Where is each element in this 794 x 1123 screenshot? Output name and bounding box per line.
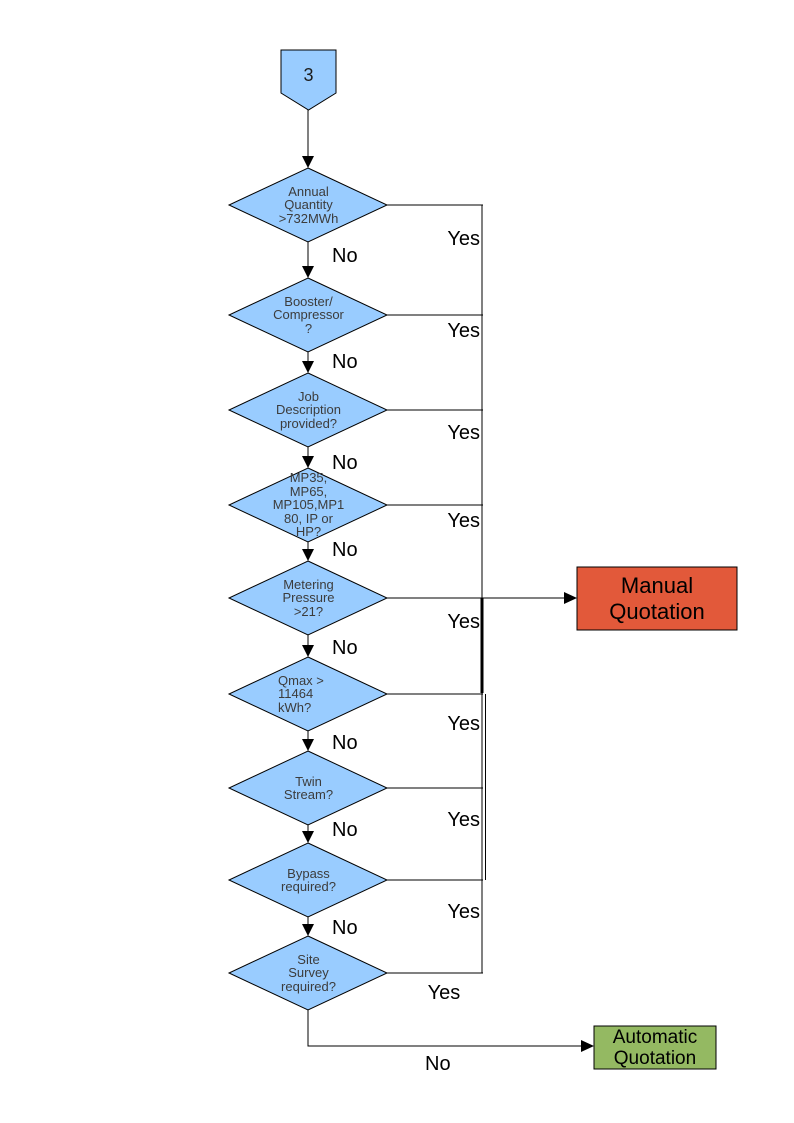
no-label-qmax: No — [332, 732, 358, 754]
decision-label-meter-module: MP35, MP65, MP105,MP1 80, IP or HP? — [272, 470, 345, 540]
arrowhead-annual-quantity — [302, 156, 314, 168]
automatic-quotation-shape — [593, 1025, 717, 1070]
yes-label-annual-quantity: Yes — [447, 228, 480, 250]
arrowhead-twin-stream — [302, 739, 314, 751]
manual-quotation-label: Manual Quotation — [609, 572, 705, 624]
decision-label-job-description: Job Description provided? — [275, 388, 342, 431]
yes-label-qmax: Yes — [447, 713, 480, 735]
decision-label-qmax: Qmax > 11464 kWh? — [278, 672, 324, 715]
manual-quotation-shape — [576, 566, 738, 631]
no-label-bypass: No — [332, 917, 358, 939]
decision-site-survey-shape — [227, 935, 389, 1011]
decision-twin-stream-shape — [227, 750, 389, 826]
yes-label-twin-stream: Yes — [447, 809, 480, 831]
arrowhead-automatic-quotation — [581, 1040, 594, 1052]
yes-label-job-description: Yes — [447, 422, 480, 444]
off-page-connector-label: 3 — [303, 64, 314, 85]
decision-annual-quantity-shape — [227, 167, 389, 243]
off-page-connector-shape — [280, 49, 337, 111]
decision-job-description-shape — [227, 372, 389, 448]
no-label-booster-compressor: No — [332, 351, 358, 373]
decision-label-site-survey: Site Survey required? — [281, 951, 336, 994]
decision-label-booster-compressor: Booster/ Compressor ? — [273, 293, 344, 336]
decision-metering-pressure-shape — [227, 560, 389, 636]
arrowhead-metering-pressure — [302, 549, 314, 561]
decision-bypass-shape — [227, 842, 389, 918]
arrowhead-site-survey — [302, 924, 314, 936]
no-label-metering-pressure: No — [332, 637, 358, 659]
decision-label-metering-pressure: Metering Pressure >21? — [282, 576, 335, 619]
decision-meter-module-shape — [227, 467, 389, 543]
decision-qmax-shape — [227, 656, 389, 732]
no-label-twin-stream: No — [332, 819, 358, 841]
arrowhead-booster-compressor — [302, 266, 314, 278]
automatic-quotation-label: Automatic Quotation — [612, 1026, 698, 1069]
arrowhead-job-description — [302, 361, 314, 373]
decision-label-annual-quantity: Annual Quantity >732MWh — [278, 183, 339, 226]
arrowhead-bypass — [302, 831, 314, 843]
decision-label-bypass: Bypass required? — [281, 865, 336, 894]
decision-label-twin-stream: Twin Stream? — [283, 773, 334, 802]
no-label-meter-module: No — [332, 539, 358, 561]
edge-no-to-automatic-quotation — [307, 1010, 581, 1047]
yes-label-site-survey: Yes — [427, 982, 461, 1004]
decision-booster-compressor-shape — [227, 277, 389, 353]
arrowhead-manual-quotation — [564, 592, 577, 604]
yes-label-metering-pressure: Yes — [447, 611, 480, 633]
no-label-site-survey: No — [425, 1053, 451, 1075]
no-label-job-description: No — [332, 452, 358, 474]
yes-label-meter-module: Yes — [447, 510, 480, 532]
yes-label-booster-compressor: Yes — [447, 320, 480, 342]
arrowhead-qmax — [302, 645, 314, 657]
arrowhead-meter-module — [302, 456, 314, 468]
yes-label-bypass: Yes — [447, 901, 480, 923]
no-label-annual-quantity: No — [332, 245, 358, 267]
